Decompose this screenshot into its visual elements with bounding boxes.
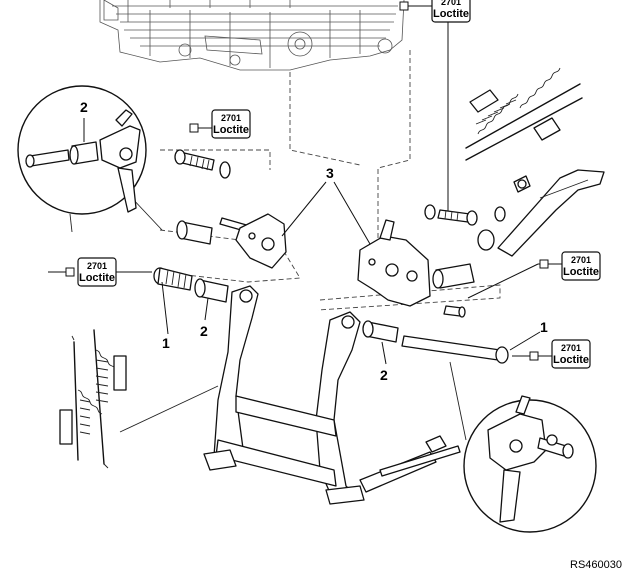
engine-block [99,0,405,71]
callout-2-inset: 2 [80,99,88,115]
side-stand [497,169,605,257]
loctite-tag-number: 2701 [221,113,241,123]
upper-left-hardware [174,149,287,269]
loctite-tag-5: 2701 Loctite [512,339,591,369]
loctite-tag-number: 2701 [571,255,591,265]
pivot-hardware [153,267,509,364]
callout-1-right: 1 [540,319,548,335]
callout-2-right: 2 [380,367,388,383]
loctite-tag-label: Loctite [563,266,599,278]
upper-right-hardware [424,204,506,251]
spring-set-upper [465,67,583,161]
reference-code: RS460030 [570,559,622,571]
loctite-tag-label: Loctite [213,124,249,136]
callout-3: 3 [326,165,334,181]
loctite-tag-4: 2701 Loctite [467,251,601,299]
center-stand [119,285,461,505]
callout-1-left: 1 [162,335,170,351]
loctite-tag-number: 2701 [561,343,581,353]
center-bracket [357,219,475,318]
left-detail-inset [17,85,163,233]
loctite-tag-3: 2701 Loctite [399,0,471,212]
loctite-tag-1: 2701 Loctite [189,109,251,139]
loctite-tag-2: 2701 Loctite [48,257,152,287]
loctite-tag-label: Loctite [79,272,115,284]
loctite-tag-label: Loctite [433,8,469,20]
spring-set-lower [59,329,127,469]
right-detail-inset [449,361,597,533]
loctite-tag-number: 2701 [441,0,461,7]
loctite-tag-label: Loctite [553,354,589,366]
loctite-tag-number: 2701 [87,261,107,271]
callout-2-middle: 2 [200,323,208,339]
callouts: 2 1 2 3 2 1 [80,99,548,383]
